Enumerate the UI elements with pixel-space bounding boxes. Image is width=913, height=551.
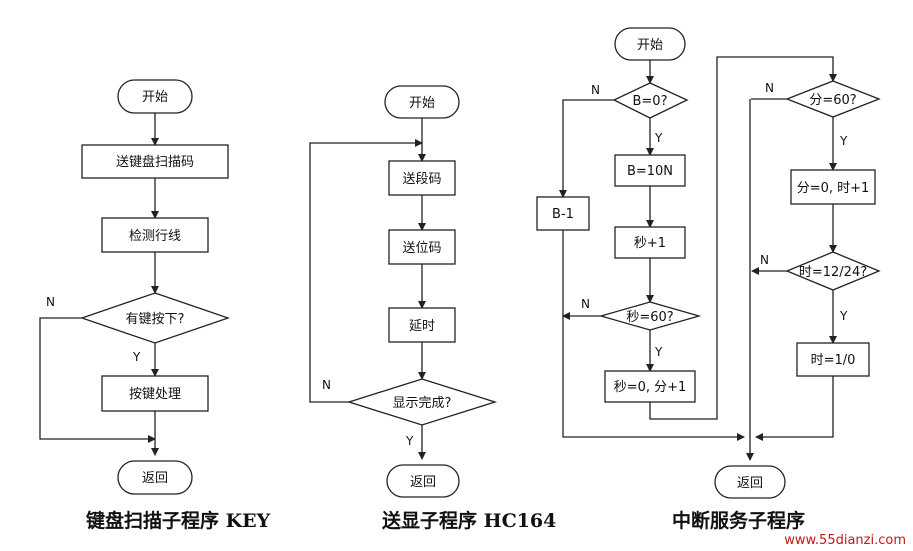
int-b-zero-label: B=0?: [633, 94, 668, 109]
hc164-start-terminal: [384, 85, 460, 119]
int-sec-60-no-label: N: [581, 297, 590, 311]
hc164-no-label: N: [322, 378, 331, 392]
hc164-edges: [309, 118, 426, 460]
key-return-label: 返回: [142, 471, 168, 486]
hc164-send-segment-box: [388, 160, 456, 196]
key-send-scan-code-label: 送键盘扫描码: [116, 154, 194, 170]
int-return-terminal: [714, 465, 786, 499]
interrupt-edges: [559, 56, 837, 461]
hc164-yes-label: Y: [405, 434, 414, 448]
key-detect-rows-box: [101, 217, 209, 253]
int-sec-60-label: 秒=60?: [626, 310, 673, 325]
int-min-60-yes-label: Y: [839, 134, 848, 148]
key-yes-label: Y: [132, 350, 141, 364]
hc164-send-digit-box: [388, 229, 456, 265]
hc164-return-label: 返回: [410, 475, 436, 490]
hc164-start-label: 开始: [409, 96, 435, 111]
int-b-dec-box: [536, 196, 590, 231]
int-min-60-decision: [785, 80, 881, 118]
int-min-60-label: 分=60?: [809, 93, 856, 108]
int-return-label: 返回: [737, 476, 763, 491]
hc164-display-flowchart: 开始 送段码 送位码 延时 显示完成? 返回 N Y 送显子程序 HC164: [309, 85, 556, 532]
int-sec-inc-label: 秒+1: [634, 236, 666, 251]
int-hour-yes-label: Y: [839, 309, 848, 323]
int-b-zero-decision: [612, 82, 689, 119]
key-scan-flowchart: 开始 送键盘扫描码 检测行线 有键按下? 按键处理 返回 N Y 键盘扫描子程序…: [39, 79, 271, 532]
int-hour-decision-label: 时=12/24?: [799, 265, 867, 280]
key-start-label: 开始: [142, 90, 168, 105]
key-edges: [39, 113, 159, 456]
key-send-scan-code-box: [81, 144, 229, 179]
int-start-label: 开始: [637, 38, 663, 53]
key-pressed-decision: [79, 292, 231, 344]
int-b-zero-yes-label: Y: [654, 131, 663, 145]
hc164-delay-box: [388, 307, 456, 343]
key-pressed-label: 有键按下?: [126, 312, 185, 327]
watermark: www.55dianzi.com: [784, 533, 906, 548]
key-detect-rows-label: 检测行线: [129, 229, 181, 244]
interrupt-caption: 中断服务子程序: [672, 509, 805, 532]
hc164-send-digit-label: 送位码: [402, 241, 441, 256]
int-b-dec-label: B-1: [552, 207, 574, 222]
int-start-terminal: [614, 27, 686, 61]
hc164-done-label: 显示完成?: [393, 396, 452, 411]
key-handle-box: [101, 375, 209, 412]
int-b-set-label: B=10N: [627, 164, 673, 179]
int-min-reset-label: 分=0, 时+1: [797, 181, 870, 196]
int-b-set-box: [614, 154, 686, 187]
int-hour-reset-label: 时=1/0: [811, 353, 856, 368]
int-sec-inc-box: [614, 226, 686, 259]
key-handle-label: 按键处理: [129, 387, 181, 402]
key-start-terminal: [117, 79, 193, 114]
key-no-label: N: [46, 295, 55, 309]
key-return-terminal: [117, 460, 193, 495]
int-sec-reset-label: 秒=0, 分+1: [614, 380, 687, 395]
hc164-return-terminal: [386, 464, 460, 498]
int-b-zero-no-label: N: [591, 83, 600, 97]
int-min-60-no-label: N: [765, 81, 774, 95]
int-sec-60-yes-label: Y: [654, 345, 663, 359]
interrupt-service-flowchart: 开始 B=0? B=10N B-1 秒+1 秒=60? 秒=0, 分+1 分=6…: [536, 27, 881, 532]
hc164-delay-label: 延时: [409, 319, 435, 334]
int-sec-reset-box: [604, 370, 696, 403]
key-caption: 键盘扫描子程序 KEY: [85, 509, 271, 532]
int-min-reset-box: [790, 169, 876, 205]
hc164-send-segment-label: 送段码: [402, 172, 441, 187]
hc164-caption: 送显子程序 HC164: [382, 509, 556, 532]
int-hour-reset-box: [796, 342, 870, 377]
int-sec-60-decision: [598, 301, 702, 331]
int-hour-decision: [785, 251, 881, 291]
int-hour-no-label: N: [760, 253, 769, 267]
hc164-done-decision: [346, 378, 498, 426]
